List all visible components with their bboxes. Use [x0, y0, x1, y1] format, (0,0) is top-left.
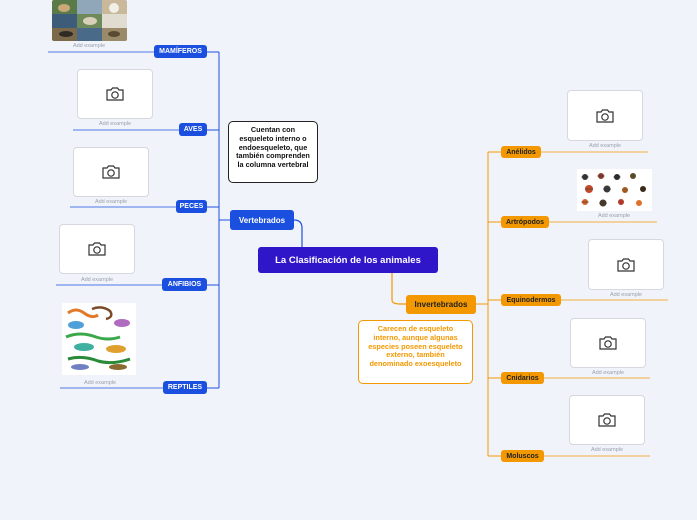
invertebrados-note[interactable]: Carecen de esqueleto interno, aunque alg…	[358, 320, 473, 384]
leaf-anelidos[interactable]: Anélidos	[501, 146, 541, 158]
connector-invertebrados-trunk	[476, 152, 489, 456]
root-node[interactable]: La Clasificación de los animales	[258, 247, 438, 273]
leaf-aves[interactable]: AVES	[179, 123, 207, 136]
leaf-cnidarios[interactable]: Cnidarios	[501, 372, 544, 384]
vertebrados-node[interactable]: Vertebrados	[230, 210, 294, 230]
caption-equinodermos[interactable]: Add example	[609, 292, 643, 298]
caption-moluscos[interactable]: Add example	[590, 447, 624, 453]
caption-aves[interactable]: Add example	[98, 121, 132, 127]
connector-root-vertebrados	[293, 219, 303, 247]
leaf-artropodos[interactable]: Artrópodos	[501, 216, 549, 228]
camera-icon	[599, 336, 617, 350]
caption-anelidos[interactable]: Add example	[588, 143, 622, 149]
camera-icon	[617, 257, 635, 272]
anelidos-placeholder[interactable]	[567, 90, 643, 141]
caption-mamiferos[interactable]: Add example	[72, 43, 106, 49]
caption-cnidarios[interactable]: Add example	[591, 370, 625, 376]
aves-placeholder[interactable]	[77, 69, 153, 119]
cnidarios-placeholder[interactable]	[570, 318, 646, 368]
connector-vertebrados-trunk	[218, 52, 230, 388]
reptiles-image[interactable]	[62, 303, 136, 375]
moluscos-placeholder[interactable]	[569, 395, 645, 445]
connector-root-invertebrados	[391, 272, 406, 305]
mamiferos-image[interactable]	[52, 0, 127, 41]
equinodermos-placeholder[interactable]	[588, 239, 664, 290]
caption-peces[interactable]: Add example	[94, 199, 128, 205]
vertebrados-note[interactable]: Cuentan con esqueleto interno o endoesqu…	[228, 121, 318, 183]
leaf-peces[interactable]: PECES	[176, 200, 207, 213]
camera-icon	[598, 413, 616, 427]
caption-anfibios[interactable]: Add example	[80, 277, 114, 283]
camera-icon	[596, 108, 614, 123]
caption-reptiles[interactable]: Add example	[83, 380, 117, 386]
anfibios-placeholder[interactable]	[59, 224, 135, 274]
leaf-moluscos[interactable]: Moluscos	[501, 450, 544, 462]
leaf-reptiles[interactable]: REPTILES	[163, 381, 207, 394]
invertebrados-node[interactable]: Invertebrados	[406, 295, 476, 314]
artropodos-image[interactable]	[577, 169, 652, 211]
camera-icon	[102, 165, 120, 179]
caption-artropodos[interactable]: Add example	[597, 213, 631, 219]
leaf-anfibios[interactable]: ANFIBIOS	[162, 278, 207, 291]
peces-placeholder[interactable]	[73, 147, 149, 197]
leaf-equinodermos[interactable]: Equinodermos	[501, 294, 561, 306]
camera-icon	[88, 242, 106, 256]
camera-icon	[106, 87, 124, 101]
leaf-mamiferos[interactable]: MAMÍFEROS	[154, 45, 207, 58]
connector-vertebrados-note	[294, 183, 300, 220]
